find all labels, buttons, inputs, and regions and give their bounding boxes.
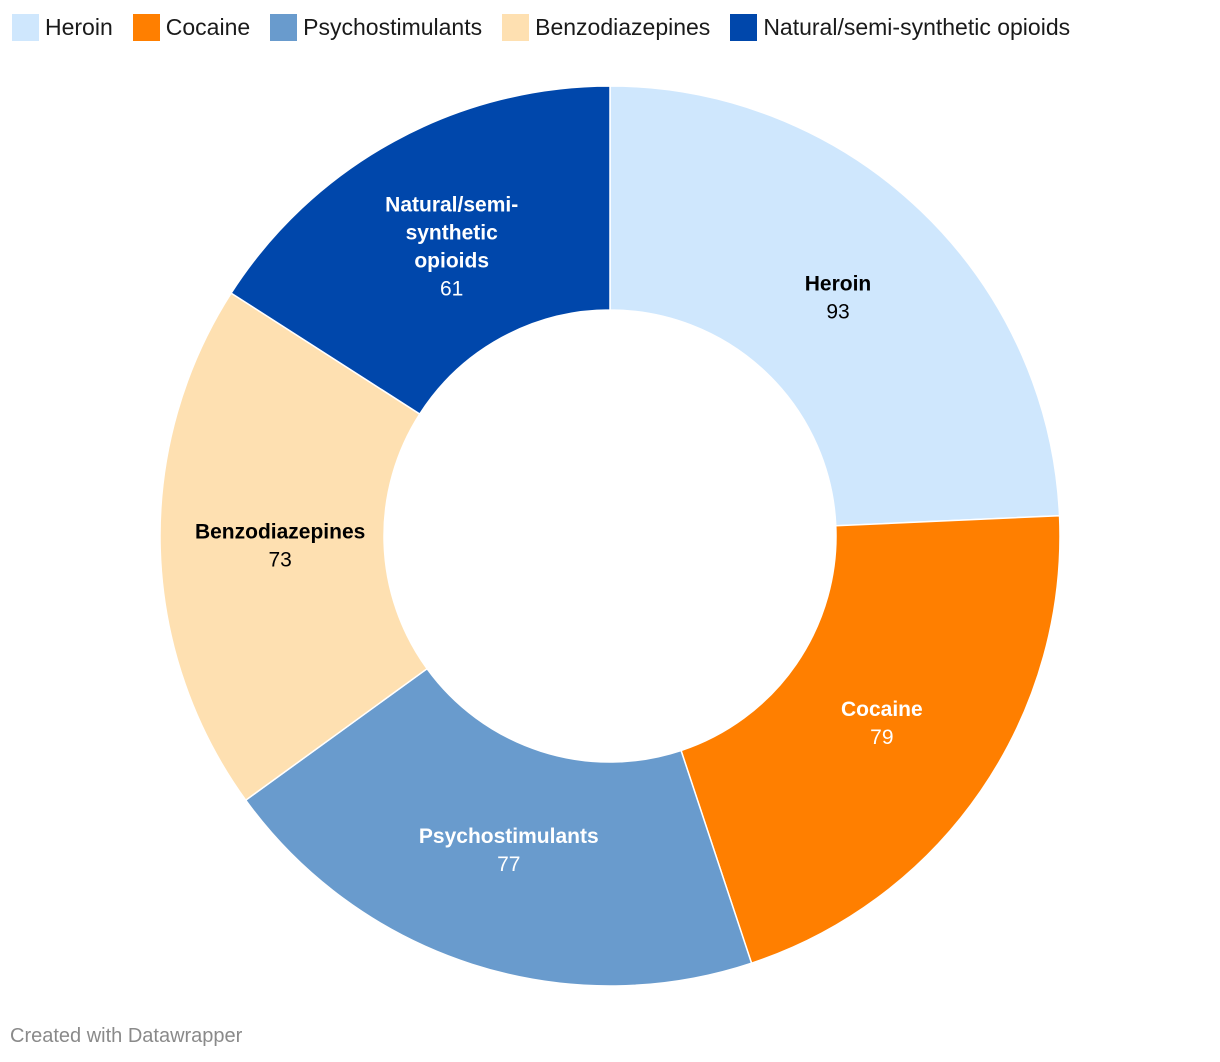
- legend-label: Benzodiazepines: [535, 13, 711, 40]
- legend-label: Natural/semi-synthetic opioids: [763, 13, 1071, 40]
- legend-label: Heroin: [45, 13, 113, 40]
- slice-psychostimulants: [244, 667, 753, 987]
- legend-item-psychostimulants: Psychostimulants: [270, 13, 483, 41]
- legend-swatch: [12, 13, 39, 41]
- slice-value: 73: [268, 548, 291, 571]
- slice-heroin: [609, 85, 1061, 527]
- slice-benzodiazepines: [159, 292, 429, 802]
- chart-legend: Heroin Cocaine Psychostimulants Benzodiazep…: [12, 12, 1070, 42]
- slice-cocaine: [680, 514, 1061, 965]
- legend-label: Psychostimulants: [303, 13, 483, 40]
- footer-credit: Created with Datawrapper: [10, 1025, 243, 1047]
- legend-swatch: [502, 13, 530, 41]
- slice-value: 79: [870, 726, 893, 749]
- legend-item-heroin: Heroin: [12, 13, 113, 41]
- legend-item-natural-semi-synthetic-opioids: Natural/semi-synthetic opioids: [730, 13, 1071, 41]
- slice-value: 61: [440, 277, 463, 300]
- legend-label: Cocaine: [165, 13, 251, 40]
- slice-value: 77: [497, 853, 520, 876]
- donut-slices: [159, 85, 1061, 987]
- slice-value: 93: [826, 300, 849, 323]
- legend-item-cocaine: Cocaine: [132, 13, 251, 41]
- legend-item-benzodiazepines: Benzodiazepines: [502, 13, 711, 41]
- legend-swatch: [270, 13, 298, 41]
- legend-swatch: [730, 13, 758, 41]
- legend-swatch: [132, 13, 160, 41]
- slice-natural-semi-synthetic-opioids: [230, 85, 611, 416]
